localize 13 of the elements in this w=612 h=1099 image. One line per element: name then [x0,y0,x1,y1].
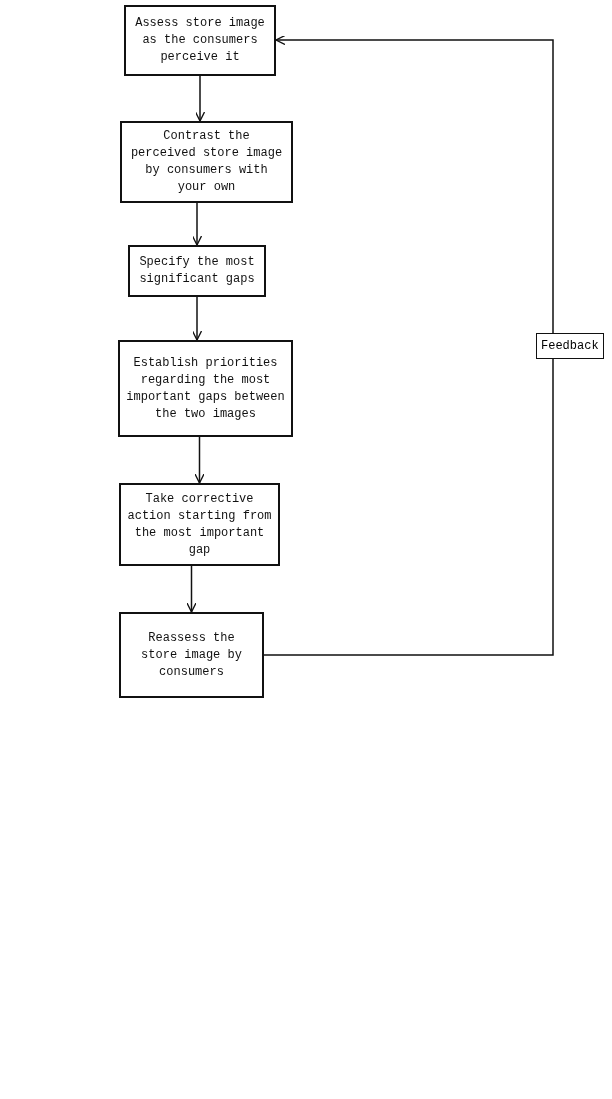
arrow [263,34,554,656]
process-box: Establish priorities regarding the most important gaps between the two images [118,340,293,437]
process-box: Reassess the store image by consumers [119,612,264,698]
arrow [186,565,197,613]
arrow [194,436,205,484]
arrow [194,75,206,122]
edge-label: Feedback [536,332,604,359]
arrow [191,296,203,341]
process-box: Take corrective action starting from the most important gap [119,483,280,566]
process-box: Contrast the perceived store image by consumers with your own [120,121,293,203]
process-box: Assess store image as the consumers perceive it [124,5,276,76]
arrow [191,202,203,246]
process-box: Specify the most significant gaps [128,245,266,297]
